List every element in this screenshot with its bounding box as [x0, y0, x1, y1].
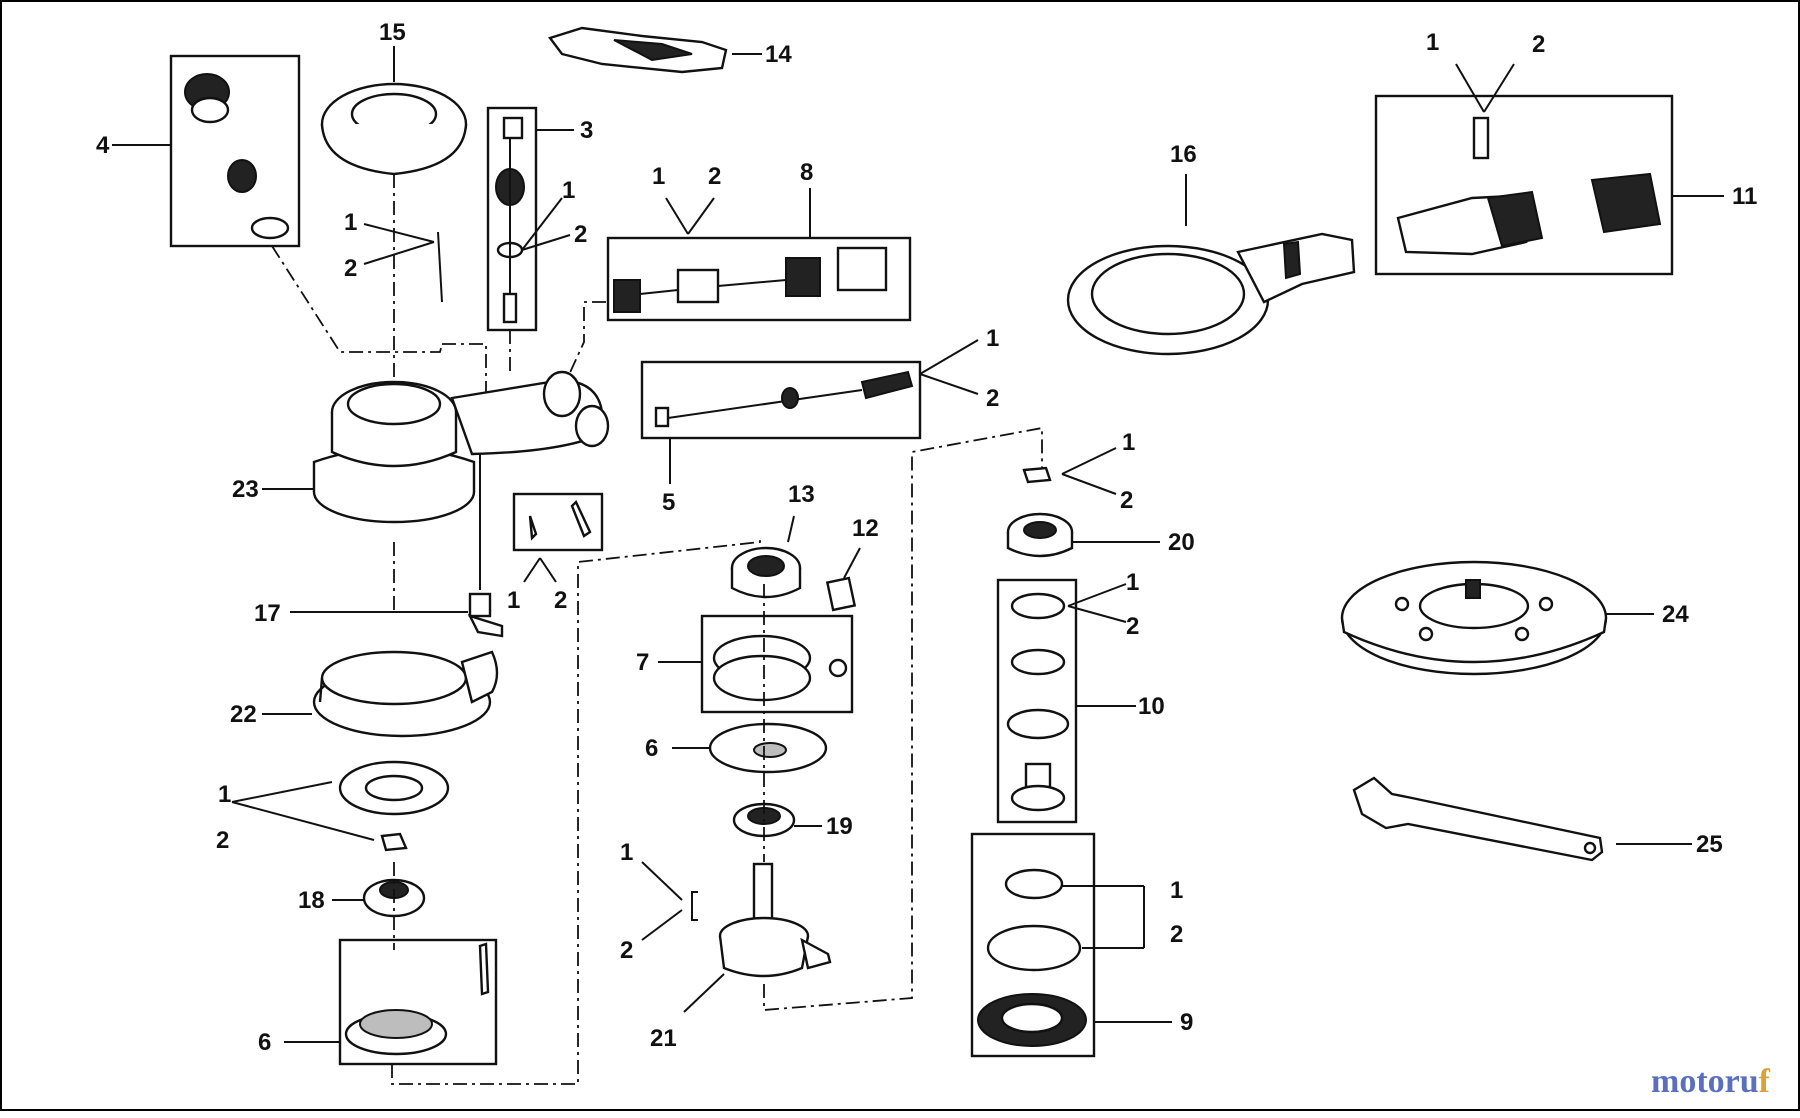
box-part-4 [169, 54, 301, 248]
callout-1-a: 1 [344, 209, 357, 236]
callout-2-j: 2 [1170, 921, 1183, 948]
callout-1-d: 1 [218, 781, 231, 808]
label-5: 5 [662, 489, 675, 516]
part-retainer [380, 832, 408, 852]
label-19: 19 [826, 813, 853, 840]
box-part-6-lower [338, 938, 498, 1066]
label-16: 16 [1170, 141, 1197, 168]
callout-2-h: 2 [1120, 487, 1133, 514]
part-10-set [1006, 592, 1070, 812]
box-part-11 [1374, 94, 1674, 276]
part-11-adapter [1396, 116, 1662, 256]
callout-2-g: 2 [620, 937, 633, 964]
callout-2-a: 2 [344, 255, 357, 282]
watermark-logo: motoruf [1651, 1063, 1770, 1100]
label-24: 24 [1662, 601, 1689, 628]
part-20-bearing [1006, 512, 1074, 558]
part-14-trigger [548, 26, 728, 74]
label-10: 10 [1138, 693, 1165, 720]
label-25: 25 [1696, 831, 1723, 858]
label-13: 13 [788, 481, 815, 508]
label-12: 12 [852, 515, 879, 542]
callout-2-e: 2 [708, 163, 721, 190]
callout-1-f: 1 [986, 325, 999, 352]
callout-1-h: 1 [1122, 429, 1135, 456]
part-6-disc [708, 722, 828, 774]
label-3: 3 [580, 117, 593, 144]
label-15: 15 [379, 19, 406, 46]
part-6-fan [344, 942, 490, 1056]
box-pins [512, 492, 604, 552]
callout-2-b: 2 [574, 221, 587, 248]
label-14: 14 [765, 41, 792, 68]
box-part-5 [640, 360, 922, 440]
label-8: 8 [800, 159, 813, 186]
part-8-valve-set [613, 246, 888, 313]
label-9: 9 [1180, 1009, 1193, 1036]
box-part-8 [606, 236, 912, 322]
part-4-knob [184, 73, 290, 240]
part-13-bearing [730, 546, 802, 599]
part-5-rod [654, 370, 914, 428]
label-6-b: 6 [645, 735, 658, 762]
part-17-bushing [467, 592, 504, 638]
box-part-7 [700, 614, 854, 714]
part-16-dust-hose [1066, 232, 1356, 356]
box-part-10 [996, 578, 1078, 824]
callout-2-d: 2 [216, 827, 229, 854]
label-11: 11 [1732, 183, 1757, 210]
label-7: 7 [636, 649, 649, 676]
callout-1-i: 1 [1126, 569, 1139, 596]
label-17: 17 [254, 600, 281, 627]
part-21-spindle [718, 862, 832, 978]
part-23-motor-housing [312, 370, 610, 524]
callout-2-k: 2 [1532, 31, 1545, 58]
callout-1-k: 1 [1426, 29, 1439, 56]
label-21: 21 [650, 1025, 677, 1052]
part-24-sanding-pad [1340, 560, 1608, 676]
part-3-switch [495, 116, 525, 324]
part-12-key [825, 576, 857, 612]
label-18: 18 [298, 887, 325, 914]
label-4: 4 [96, 132, 110, 159]
part-small-key [1022, 466, 1052, 484]
part-15-dust-ring [320, 82, 468, 176]
callout-1-g: 1 [620, 839, 633, 866]
callout-1-b: 1 [562, 177, 575, 204]
callout-2-i: 2 [1126, 613, 1139, 640]
part-22-pad-housing [312, 650, 499, 738]
label-22: 22 [230, 701, 257, 728]
box-part-9 [970, 832, 1096, 1058]
callout-1-j: 1 [1170, 877, 1183, 904]
label-20: 20 [1168, 529, 1195, 556]
part-7-counterweight [712, 634, 848, 702]
pins [528, 499, 592, 541]
callout-2-f: 2 [986, 385, 999, 412]
callout-2-c: 2 [554, 587, 567, 614]
label-23: 23 [232, 476, 259, 503]
callout-1-e: 1 [652, 163, 665, 190]
box-part-3 [486, 106, 538, 332]
part-9-set [977, 868, 1087, 1047]
part-25-spanner-wrench [1352, 776, 1604, 862]
label-6-a: 6 [258, 1029, 271, 1056]
callout-1-c: 1 [507, 587, 520, 614]
